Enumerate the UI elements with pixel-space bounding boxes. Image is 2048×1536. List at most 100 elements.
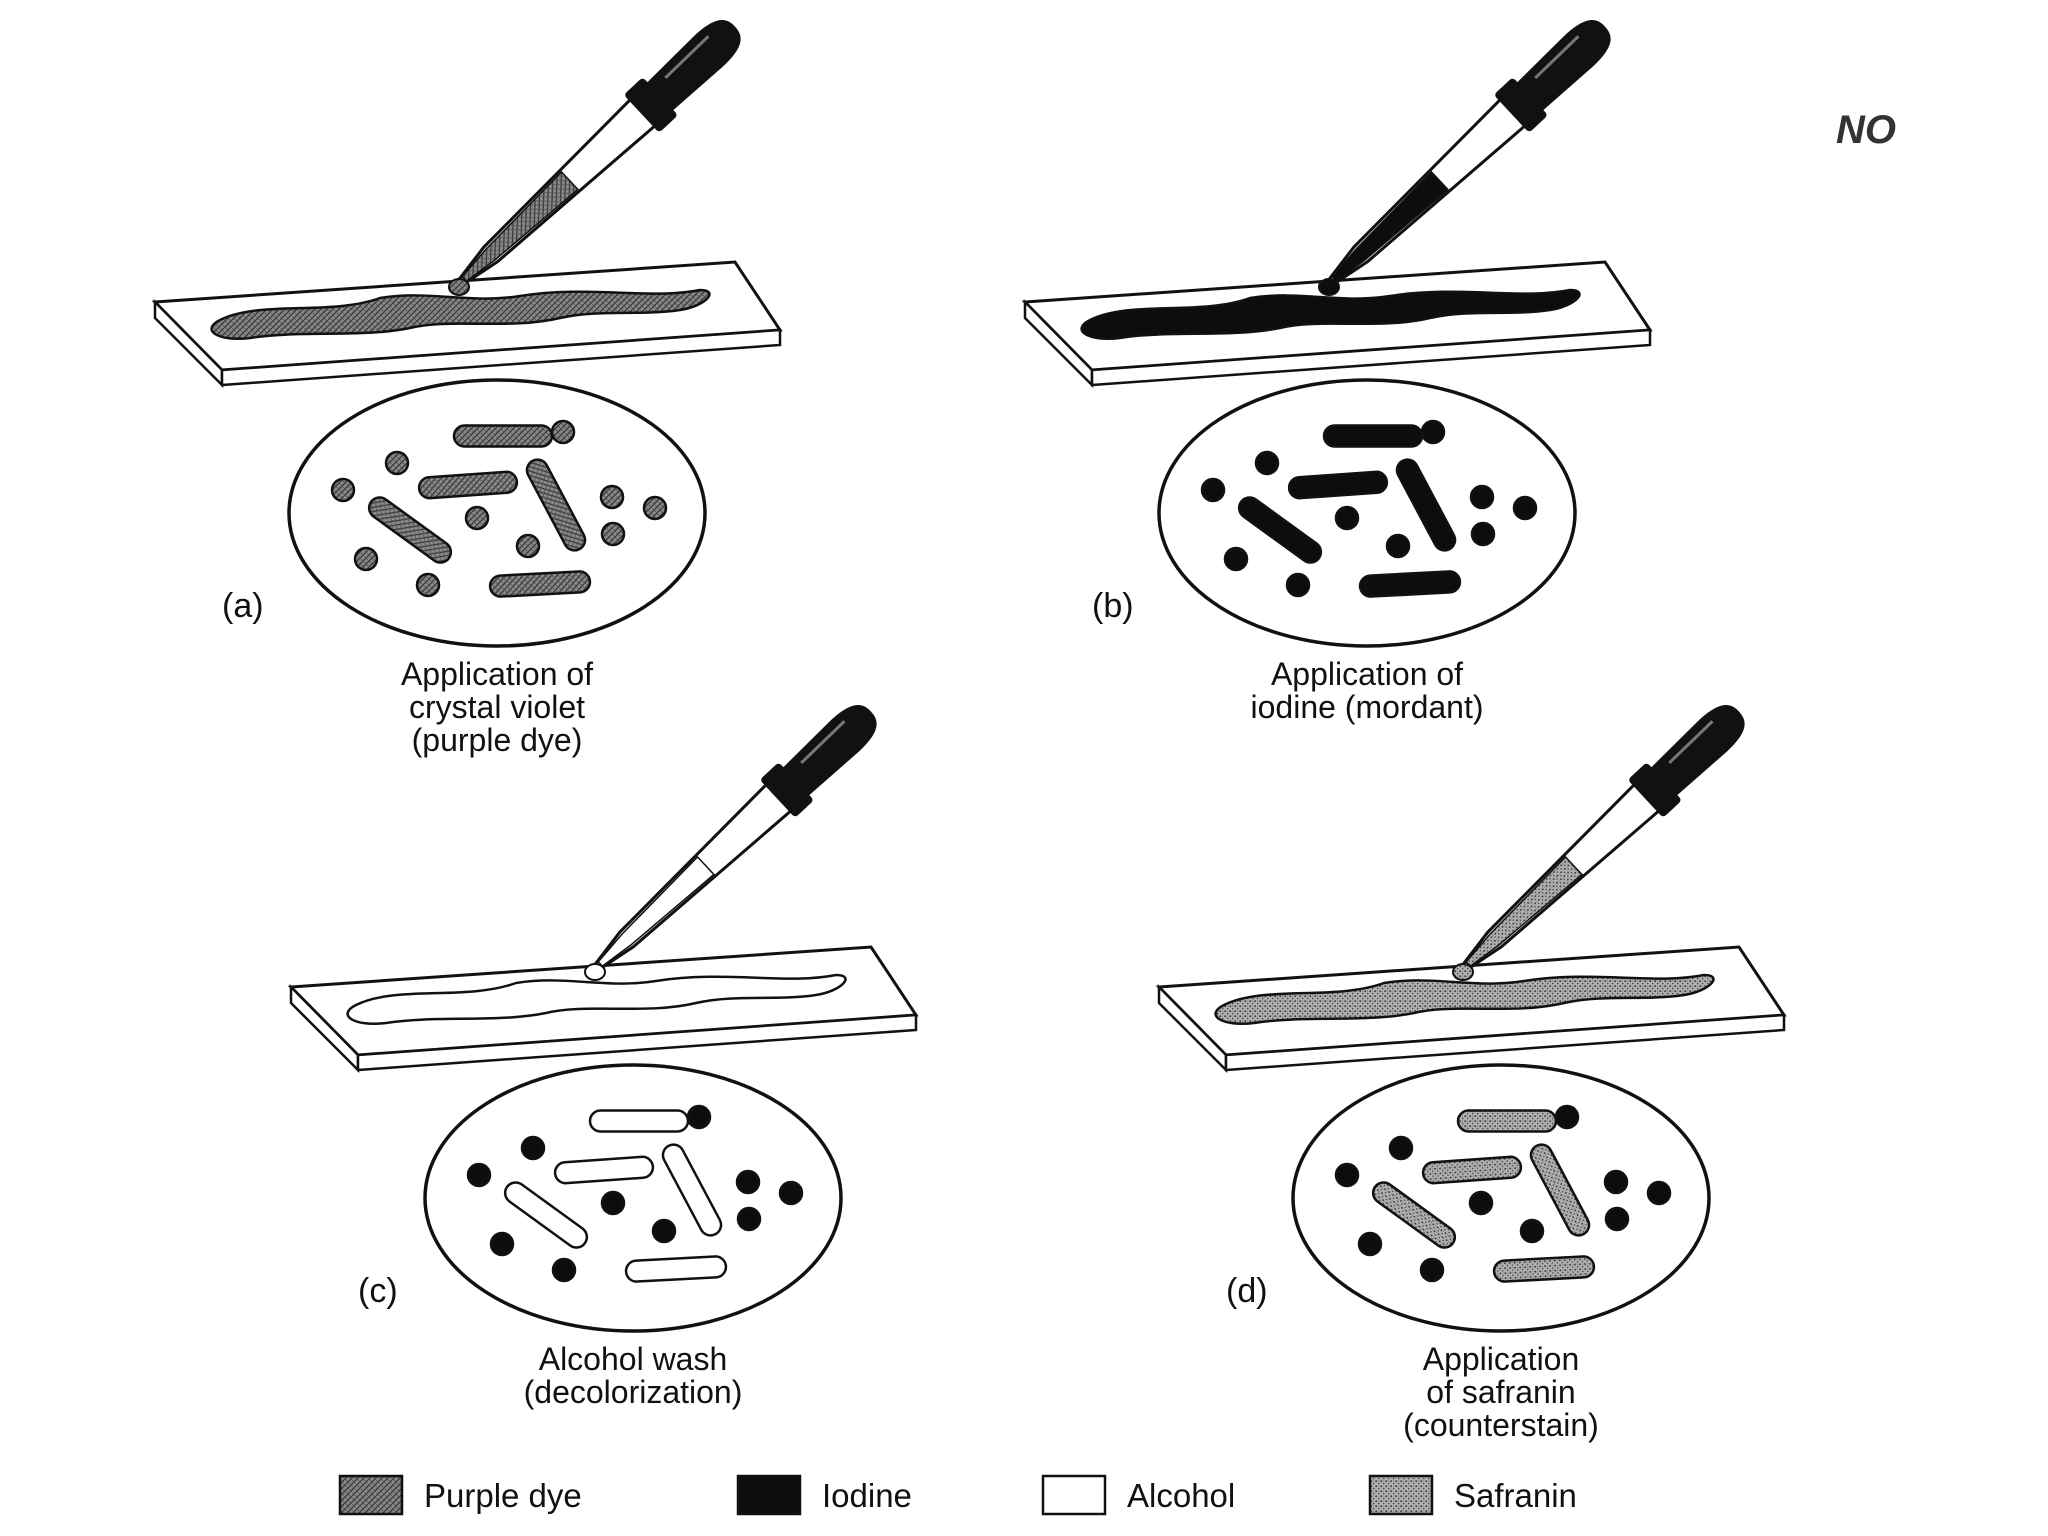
corner-text: NO xyxy=(1836,108,1896,152)
coccus-bacterium xyxy=(1254,450,1280,476)
rod-bacterium xyxy=(1287,470,1389,500)
coccus-bacterium xyxy=(330,477,356,503)
dropper-icon xyxy=(1459,705,1745,973)
coccus-bacterium xyxy=(466,1162,492,1188)
dropper-liquid xyxy=(1465,855,1583,968)
coccus-bacterium xyxy=(520,1135,546,1161)
rod-bacterium xyxy=(1395,458,1457,552)
coccus-bacterium xyxy=(551,1257,577,1283)
panel-letter: (c) xyxy=(358,1272,398,1310)
coccus-bacterium xyxy=(1604,1206,1630,1232)
microscope-field xyxy=(1291,1063,1711,1333)
microscope-field xyxy=(287,378,707,648)
rod-bacterium xyxy=(588,1109,690,1133)
legend-label: Safranin xyxy=(1454,1477,1577,1514)
coccus-bacterium xyxy=(550,419,576,445)
panel-letter: (b) xyxy=(1092,587,1134,625)
panel-letter: (d) xyxy=(1226,1272,1268,1310)
coccus-bacterium xyxy=(415,572,441,598)
rod-bacterium xyxy=(503,1181,589,1249)
rod-bacterium xyxy=(417,470,519,500)
rod-bacterium xyxy=(1421,1155,1523,1185)
glass-slide-edge xyxy=(356,1013,918,1072)
rod-bacterium xyxy=(1371,1181,1457,1249)
dropper-collar xyxy=(1495,78,1547,132)
rod-bacterium xyxy=(1358,570,1462,598)
dropper-bulb-highlight xyxy=(1668,720,1714,764)
panels-layer: (a) Application of crystal violet(purple d… xyxy=(151,20,1787,1443)
reagent-drop xyxy=(584,963,606,981)
coccus-bacterium xyxy=(1470,521,1496,547)
legend-label: Purple dye xyxy=(424,1477,582,1514)
reagent-drop xyxy=(1452,963,1474,981)
caption-line: (decolorization) xyxy=(524,1374,743,1410)
dropper-liquid xyxy=(1331,170,1449,283)
rod-bacterium xyxy=(1237,496,1323,564)
rod-bacterium xyxy=(1456,1109,1558,1133)
rod-bacterium xyxy=(367,496,453,564)
coccus-bacterium xyxy=(1223,546,1249,572)
coccus-bacterium xyxy=(599,484,625,510)
slide-smear xyxy=(1214,973,1715,1026)
coccus-bacterium xyxy=(600,521,626,547)
dropper-bulb xyxy=(645,20,741,112)
coccus-bacterium xyxy=(1334,1162,1360,1188)
dropper-collar xyxy=(1629,763,1681,817)
slide-smear xyxy=(210,288,711,341)
caption-line: (counterstain) xyxy=(1403,1407,1599,1443)
caption-line: Application xyxy=(1423,1341,1580,1377)
coccus-bacterium xyxy=(1646,1180,1672,1206)
dropper-bulb-highlight xyxy=(800,720,846,764)
dropper-bulb-highlight xyxy=(664,35,710,79)
slide-smear xyxy=(1080,288,1581,341)
dropper-bulb xyxy=(1515,20,1611,112)
coccus-bacterium xyxy=(464,505,490,531)
panel-letter: (a) xyxy=(222,587,264,625)
coccus-bacterium xyxy=(1420,419,1446,445)
coccus-bacterium xyxy=(778,1180,804,1206)
microscope-field xyxy=(1157,378,1577,648)
dropper-bulb-highlight xyxy=(1534,35,1580,79)
glass-slide-edge xyxy=(1090,328,1652,387)
caption-line: Application of xyxy=(1271,656,1463,692)
dropper-icon xyxy=(455,20,741,288)
coccus-bacterium xyxy=(384,450,410,476)
rod-bacterium xyxy=(488,570,592,598)
coccus-bacterium xyxy=(686,1104,712,1130)
caption-line: iodine (mordant) xyxy=(1251,689,1484,725)
legend-swatch-iodine xyxy=(736,1474,802,1516)
dropper-bulb xyxy=(781,705,877,797)
dropper-bulb xyxy=(1649,705,1745,797)
coccus-bacterium xyxy=(736,1206,762,1232)
legend-swatch-purple-dye xyxy=(338,1474,404,1516)
dropper-collar xyxy=(761,763,813,817)
caption-line: Alcohol wash xyxy=(539,1341,728,1377)
rod-bacterium xyxy=(553,1155,655,1185)
rod-bacterium xyxy=(624,1255,728,1283)
caption-line: (purple dye) xyxy=(412,722,583,758)
coccus-bacterium xyxy=(735,1169,761,1195)
coccus-bacterium xyxy=(1512,495,1538,521)
legend-label: Iodine xyxy=(822,1477,912,1514)
coccus-bacterium xyxy=(1388,1135,1414,1161)
slide-smear xyxy=(346,973,847,1026)
caption-line: crystal violet xyxy=(409,689,585,725)
reagent-drop xyxy=(1318,278,1340,296)
rod-bacterium xyxy=(1529,1143,1591,1237)
rod-bacterium xyxy=(525,458,587,552)
coccus-bacterium xyxy=(1554,1104,1580,1130)
dropper-collar xyxy=(625,78,677,132)
glass-slide-edge xyxy=(1224,1013,1786,1072)
legend-swatch-alcohol xyxy=(1041,1474,1107,1516)
coccus-bacterium xyxy=(489,1231,515,1257)
dropper-icon xyxy=(591,705,877,973)
coccus-bacterium xyxy=(1419,1257,1445,1283)
coccus-bacterium xyxy=(1469,484,1495,510)
rod-bacterium xyxy=(1492,1255,1596,1283)
dropper-liquid xyxy=(461,170,579,283)
coccus-bacterium xyxy=(600,1190,626,1216)
coccus-bacterium xyxy=(1285,572,1311,598)
